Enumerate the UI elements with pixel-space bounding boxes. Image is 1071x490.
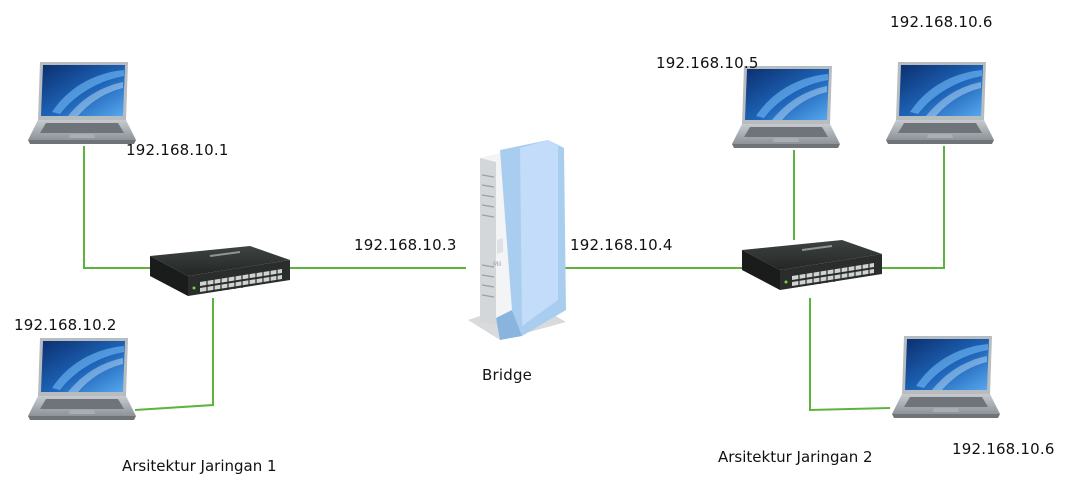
laptop-icon [28, 62, 136, 144]
laptop-ip-label: 192.168.10.1 [126, 141, 229, 159]
laptop-icon [732, 66, 840, 148]
wireless-router-icon: Mii [468, 140, 566, 340]
network-link [809, 298, 891, 412]
laptop-icon [886, 62, 994, 144]
network-2-caption: Arsitektur Jaringan 2 [718, 448, 873, 466]
network-link [83, 146, 150, 269]
network-switch-icon [741, 239, 883, 291]
bridge-label: Bridge [482, 366, 533, 384]
laptop-ip-label: 192.168.10.5 [656, 54, 759, 72]
laptop-icon [28, 338, 136, 420]
laptop-ip-label: 192.168.10.6 [952, 440, 1055, 458]
bridge-left-ip-label: 192.168.10.3 [354, 236, 457, 254]
svg-text:Mii: Mii [493, 261, 502, 268]
network-1-caption: Arsitektur Jaringan 1 [122, 457, 277, 475]
laptop-ip-label: 192.168.10.6 [890, 13, 993, 31]
network-links [83, 146, 945, 412]
laptop-icon [892, 336, 1000, 418]
network-switch-icon [149, 245, 291, 297]
network-link [134, 298, 214, 411]
network-link [882, 146, 945, 269]
laptop-ip-label: 192.168.10.2 [14, 316, 117, 334]
bridge-right-ip-label: 192.168.10.4 [570, 236, 673, 254]
